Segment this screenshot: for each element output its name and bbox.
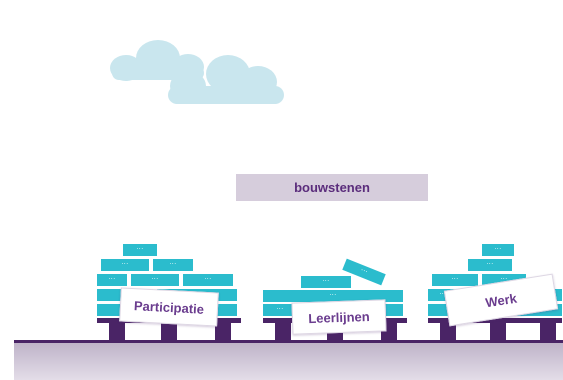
pallet-leg [161,323,177,341]
participatie-label: Participatie [119,287,219,327]
pallet-leg [490,323,506,341]
brick: ... [153,259,193,271]
brick: ... [183,274,233,286]
leerlijnen-label: Leerlijnen [291,299,387,335]
clouds-icon [110,40,284,104]
brick: ... [482,244,514,256]
ground-line [14,340,563,343]
title-label: bouwstenen [236,174,428,201]
brick: ... [101,259,149,271]
brick: ... [97,274,127,286]
pallet-leg [215,323,231,341]
pallet [428,318,562,323]
brick: ... [123,244,157,256]
brick: ... [301,276,351,288]
pallet-leg [109,323,125,341]
pallet-leg [440,323,456,341]
pallet-leg [275,323,291,341]
brick: ... [468,259,512,271]
ground [14,342,563,380]
pallet-leg [540,323,556,341]
brick: ... [263,304,297,316]
brick: ... [131,274,179,286]
brick: ... [263,290,403,302]
brick: ... [432,274,478,286]
